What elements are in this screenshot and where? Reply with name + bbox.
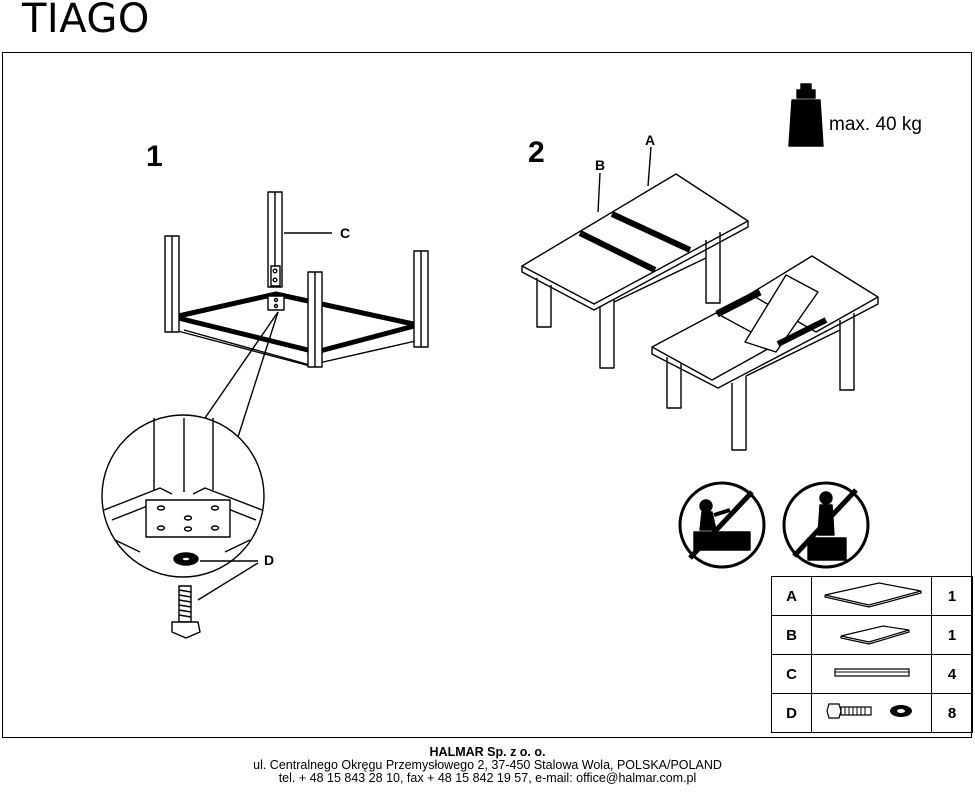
part-label: C bbox=[771, 654, 812, 694]
leg-icon bbox=[833, 668, 910, 677]
bracket-detail bbox=[103, 418, 263, 553]
no-climbing-icon bbox=[782, 481, 870, 569]
no-standing-on-table-icon bbox=[678, 481, 766, 569]
bolt bbox=[171, 585, 201, 639]
part-picture bbox=[811, 615, 932, 655]
max-weight-text: max. 40 kg bbox=[829, 114, 922, 135]
page-title: TIAGO bbox=[22, 0, 150, 42]
parts-row: B 1 bbox=[771, 615, 973, 655]
tabletop-large-icon bbox=[823, 582, 922, 608]
part-picture bbox=[811, 693, 932, 733]
label-b: B bbox=[595, 157, 606, 173]
footer: HALMAR Sp. z o. o. ul. Centralnego Okręg… bbox=[0, 746, 975, 785]
footer-company: HALMAR Sp. z o. o. bbox=[429, 745, 546, 759]
label-d: D bbox=[264, 552, 275, 568]
bolt-washer-icon bbox=[825, 703, 912, 719]
table-extended bbox=[651, 255, 879, 451]
weight-icon bbox=[788, 83, 824, 147]
step-1-number: 1 bbox=[146, 140, 163, 173]
part-label: A bbox=[771, 576, 812, 616]
part-picture bbox=[811, 654, 932, 694]
parts-list: A 1 B 1 C 4 D bbox=[771, 576, 973, 733]
parts-row: A 1 bbox=[771, 576, 973, 616]
footer-address: ul. Centralnego Okręgu Przemysłowego 2, … bbox=[253, 758, 722, 772]
table-frame-rails bbox=[171, 291, 421, 355]
table-closed bbox=[521, 173, 749, 369]
part-qty: 1 bbox=[931, 615, 973, 655]
parts-row: C 4 bbox=[771, 654, 973, 694]
part-qty: 4 bbox=[931, 654, 973, 694]
footer-contact: tel. + 48 15 843 28 10, fax + 48 15 842 … bbox=[278, 771, 697, 785]
instruction-frame bbox=[2, 52, 972, 738]
parts-row: D 8 bbox=[771, 693, 973, 733]
tabletop-extension-icon bbox=[839, 625, 910, 645]
part-picture bbox=[811, 576, 932, 616]
label-a: A bbox=[645, 132, 656, 148]
step-2-number: 2 bbox=[528, 136, 545, 169]
part-qty: 8 bbox=[931, 693, 973, 733]
part-label: D bbox=[771, 693, 812, 733]
label-c: C bbox=[340, 225, 351, 241]
part-label: B bbox=[771, 615, 812, 655]
part-qty: 1 bbox=[931, 576, 973, 616]
